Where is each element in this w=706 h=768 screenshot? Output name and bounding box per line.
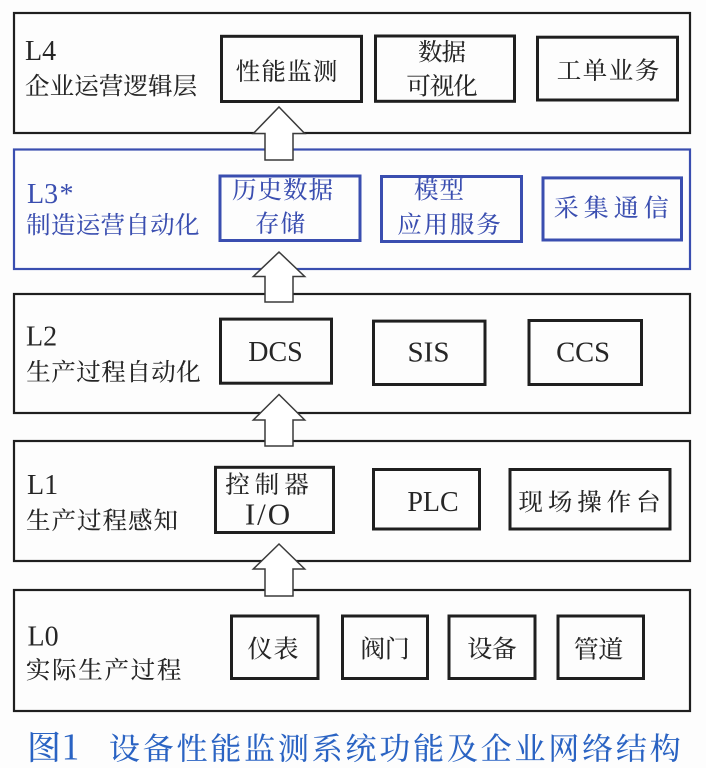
svg-text:SIS: SIS — [408, 337, 450, 369]
svg-text:DCS: DCS — [248, 337, 302, 368]
svg-text:L0: L0 — [28, 622, 59, 653]
svg-text:L2: L2 — [26, 322, 57, 353]
svg-text:*: * — [60, 179, 74, 210]
svg-text:PLC: PLC — [407, 487, 458, 518]
svg-text:I/O: I/O — [245, 497, 292, 532]
svg-text:L3: L3 — [27, 179, 58, 210]
svg-text:CCS: CCS — [556, 338, 610, 369]
svg-text:L1: L1 — [27, 470, 58, 501]
svg-text:L4: L4 — [25, 36, 56, 67]
